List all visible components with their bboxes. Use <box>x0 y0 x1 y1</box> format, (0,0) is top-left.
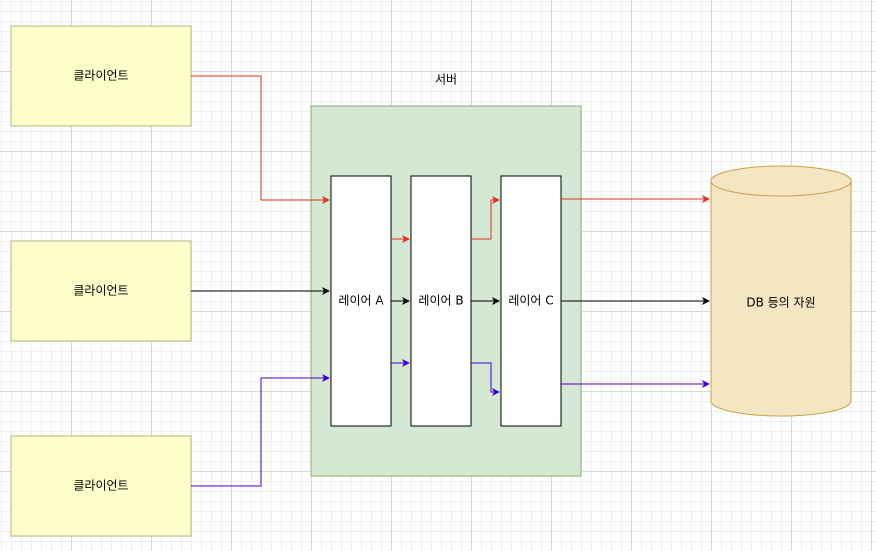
layer-c-box[interactable]: 레이어 C <box>500 175 562 427</box>
db-label: DB 등의 자원 <box>746 296 815 310</box>
layer-a-box[interactable]: 레이어 A <box>330 175 392 427</box>
edge-blue-layer-b-to-c[interactable] <box>471 362 500 396</box>
client-box-3[interactable]: 클라이언트 <box>10 435 192 537</box>
layer-b-box[interactable]: 레이어 B <box>410 175 472 427</box>
db-resource[interactable]: DB 등의 자원 <box>710 165 852 417</box>
layer-a-label: 레이어 A <box>338 294 384 308</box>
client-label-2: 클라이언트 <box>73 284 128 298</box>
layer-c-label: 레이어 C <box>508 294 553 308</box>
client-label-1: 클라이언트 <box>73 69 128 83</box>
client-label-3: 클라이언트 <box>73 479 128 493</box>
server-label: 서버 <box>435 73 457 87</box>
edge-red-layer-b-to-c[interactable] <box>471 196 500 240</box>
flow-blue <box>191 359 710 487</box>
layer-b-label: 레이어 B <box>418 294 463 308</box>
client-box-1[interactable]: 클라이언트 <box>10 25 192 127</box>
client-box-2[interactable]: 클라이언트 <box>10 240 192 342</box>
edge-client1-to-layer-a[interactable] <box>191 75 330 204</box>
db-top-ellipse <box>710 165 852 197</box>
edge-client3-to-layer-a[interactable] <box>191 374 330 487</box>
flow-red <box>191 75 710 243</box>
flow-black <box>191 287 710 305</box>
